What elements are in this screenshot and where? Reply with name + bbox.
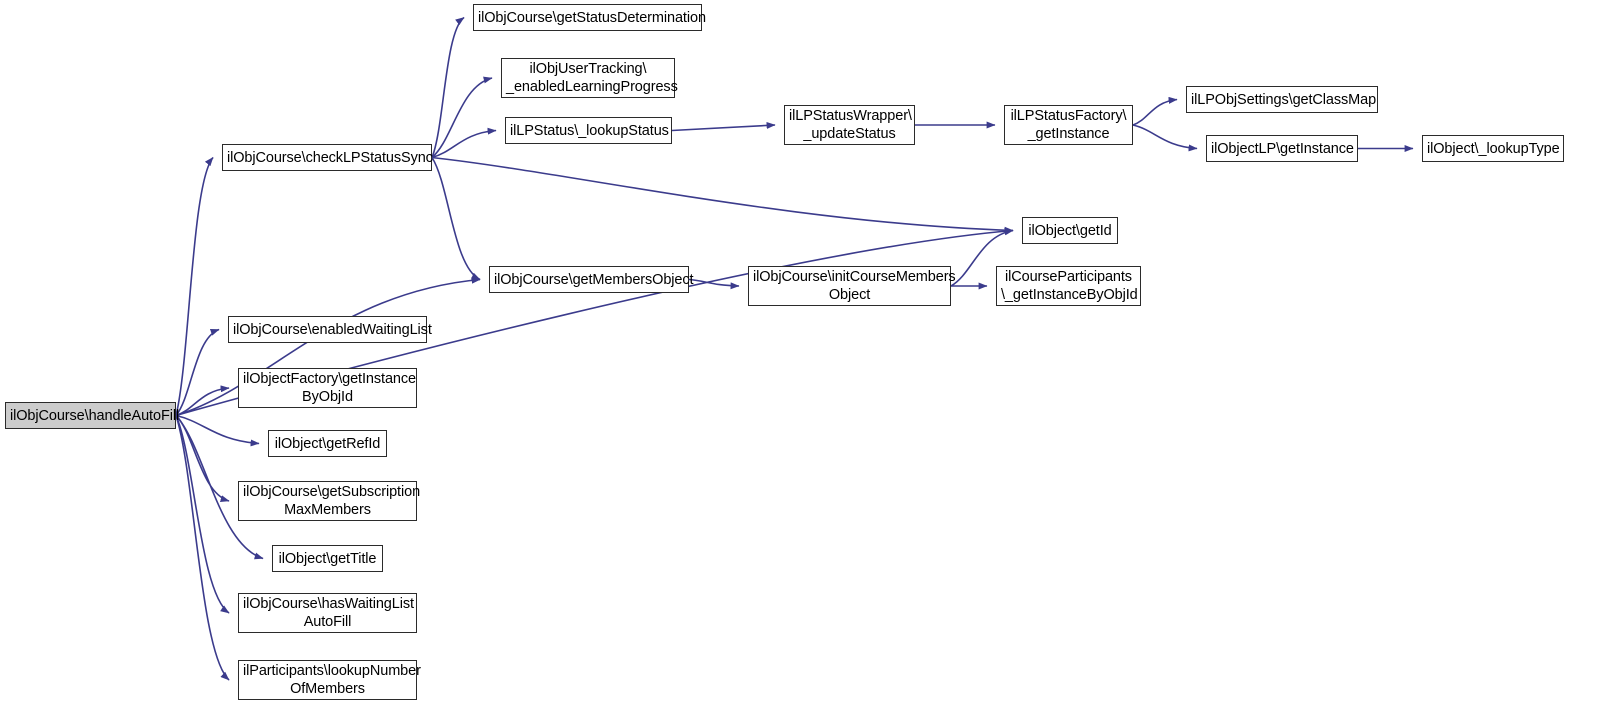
graph-node-label: ilObject\_lookupType [1427, 140, 1560, 157]
graph-node-getSubscriptionMaxMembers[interactable]: ilObjCourse\getSubscription MaxMembers [238, 481, 421, 521]
graph-node-label: ilLPStatus\_lookupStatus [510, 122, 669, 139]
graph-node-lookupNumberOfMembers[interactable]: ilParticipants\lookupNumber OfMembers [238, 660, 421, 700]
graph-node-getMembersObject[interactable]: ilObjCourse\getMembersObject [489, 266, 694, 293]
graph-node-label: ilObjCourse\checkLPStatusSync [227, 149, 433, 166]
graph-edge-handleAutoFill-to-getInstanceByObjId [175, 385, 230, 417]
graph-edge-checkLPStatusSync-to-getStatusDetermination [431, 16, 465, 158]
graph-node-label: ilLPObjSettings\getClassMap [1191, 91, 1377, 108]
graph-node-lookupStatus[interactable]: ilLPStatus\_lookupStatus [505, 117, 672, 144]
graph-node-label: ilObjCourse\getMembersObject [494, 271, 694, 288]
graph-node-getRefId[interactable]: ilObject\getRefId [268, 430, 387, 457]
graph-node-label: ilObjCourse\handleAutoFill [10, 407, 180, 424]
graph-node-lookupType[interactable]: ilObject\_lookupType [1422, 135, 1564, 162]
graph-node-label: ilObjCourse\getStatusDetermination [478, 9, 706, 26]
graph-node-objectLPGetInstance[interactable]: ilObjectLP\getInstance [1206, 135, 1358, 162]
graph-edge-handleAutoFill-to-hasWaitingListAutoFill [175, 415, 230, 614]
graph-edge-handleAutoFill-to-getRefId [175, 414, 260, 447]
graph-node-label: ilObjCourse\hasWaitingList AutoFill [243, 596, 414, 630]
graph-node-getId[interactable]: ilObject\getId [1022, 217, 1118, 244]
graph-edge-getInstanceFactory-to-getClassMap [1132, 96, 1178, 126]
graph-edge-checkLPStatusSync-to-enabledLearningProgress [431, 76, 493, 159]
graph-edge-getMembersObject-to-initCourseMembersObject [688, 278, 740, 290]
graph-node-label: ilLPStatusWrapper\ _updateStatus [789, 108, 912, 142]
graph-edge-checkLPStatusSync-to-getId [431, 156, 1014, 234]
graph-node-label: ilObject\getId [1028, 222, 1112, 239]
graph-edge-handleAutoFill-to-lookupNumberOfMembers [175, 415, 230, 681]
graph-node-label: ilParticipants\lookupNumber OfMembers [243, 663, 421, 697]
graph-node-label: ilObjectLP\getInstance [1211, 140, 1354, 157]
graph-node-getClassMap[interactable]: ilLPObjSettings\getClassMap [1186, 86, 1378, 113]
graph-node-getStatusDetermination[interactable]: ilObjCourse\getStatusDetermination [473, 4, 706, 31]
graph-node-checkLPStatusSync[interactable]: ilObjCourse\checkLPStatusSync [222, 144, 433, 171]
graph-edge-handleAutoFill-to-getSubscriptionMaxMembers [175, 414, 230, 502]
graph-node-enabledLearningProgress[interactable]: ilObjUserTracking\ _enabledLearningProgr… [501, 58, 678, 98]
graph-node-updateStatus[interactable]: ilLPStatusWrapper\ _updateStatus [784, 105, 915, 145]
graph-node-getInstanceByObjId[interactable]: ilObjectFactory\getInstance ByObjId [238, 368, 417, 408]
graph-edge-handleAutoFill-to-enabledWaitingList [175, 328, 220, 417]
graph-node-hasWaitingListAutoFill[interactable]: ilObjCourse\hasWaitingList AutoFill [238, 593, 417, 633]
graph-edge-lookupStatus-to-updateStatus [671, 121, 776, 132]
graph-edge-checkLPStatusSync-to-lookupStatus [431, 127, 497, 159]
graph-node-enabledWaitingList[interactable]: ilObjCourse\enabledWaitingList [228, 316, 432, 343]
graph-edge-checkLPStatusSync-to-getMembersObject [431, 157, 481, 281]
graph-node-label: ilObjCourse\initCourseMembers Object [753, 269, 956, 303]
graph-edge-handleAutoFill-to-checkLPStatusSync [175, 156, 214, 416]
graph-node-getInstanceFactory[interactable]: ilLPStatusFactory\ _getInstance [1004, 105, 1133, 145]
graph-edge-getInstanceFactory-to-objectLPGetInstance [1132, 124, 1198, 152]
graph-node-label: ilObject\getTitle [278, 550, 377, 567]
graph-node-label: ilObject\getRefId [274, 435, 381, 452]
graph-node-label: ilObjCourse\getSubscription MaxMembers [243, 484, 421, 518]
graph-node-handleAutoFill[interactable]: ilObjCourse\handleAutoFill [5, 402, 180, 429]
graph-node-initCourseMembersObject[interactable]: ilObjCourse\initCourseMembers Object [748, 266, 956, 306]
graph-node-label: ilObjectFactory\getInstance ByObjId [243, 371, 416, 405]
graph-node-label: ilLPStatusFactory\ _getInstance [1010, 108, 1127, 142]
graph-node-getInstanceByObjIdParticipants[interactable]: ilCourseParticipants \_getInstanceByObjI… [996, 266, 1141, 306]
graph-node-label: ilObjUserTracking\ _enabledLearningProgr… [506, 61, 678, 95]
graph-node-label: ilCourseParticipants \_getInstanceByObjI… [1001, 269, 1138, 303]
graph-node-label: ilObjCourse\enabledWaitingList [233, 321, 432, 338]
graph-node-getTitle[interactable]: ilObject\getTitle [272, 545, 383, 572]
